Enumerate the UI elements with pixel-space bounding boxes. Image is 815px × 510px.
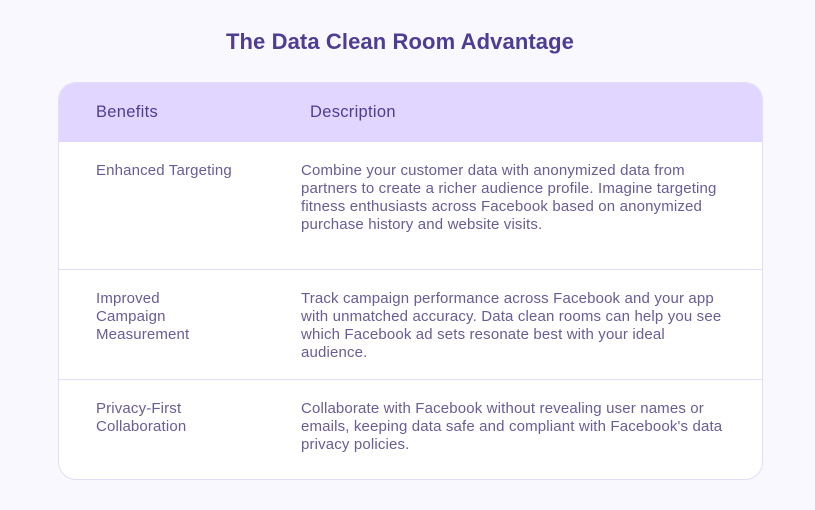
description-cell: Collaborate with Facebook without reveal… — [301, 400, 723, 453]
row-divider — [59, 379, 762, 380]
table-row: Improved Campaign Measurement Track camp… — [59, 270, 762, 379]
page-title: The Data Clean Room Advantage — [225, 29, 575, 54]
column-header-description: Description — [310, 103, 396, 121]
table-row: Enhanced Targeting Combine your customer… — [59, 142, 762, 269]
benefit-cell: Improved Campaign Measurement — [96, 290, 190, 343]
table-header: Benefits Description — [59, 83, 762, 142]
description-cell: Track campaign performance across Facebo… — [301, 290, 722, 361]
row-divider — [59, 269, 762, 270]
description-cell: Combine your customer data with anonymiz… — [301, 162, 717, 233]
benefit-cell: Privacy-First Collaboration — [96, 400, 187, 435]
table-row: Privacy-First Collaboration Collaborate … — [59, 380, 762, 479]
column-header-benefits: Benefits — [96, 103, 159, 121]
benefits-table: Benefits Description Enhanced Targeting … — [58, 82, 763, 480]
benefit-cell: Enhanced Targeting — [96, 162, 232, 179]
